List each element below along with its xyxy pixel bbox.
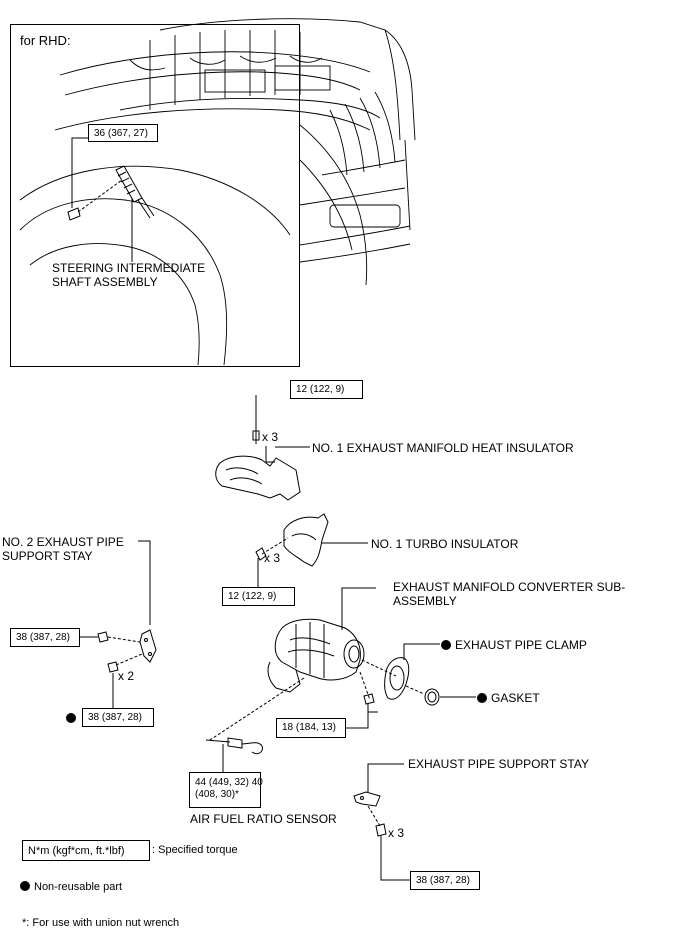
legend-unit-box: N*m (kgf*cm, ft.*lbf) [22, 840, 150, 861]
inset-title: for RHD: [20, 33, 71, 48]
inset-steering-shaft [67, 137, 155, 262]
rhd-inset-frame [10, 24, 300, 367]
legend-non-reusable: Non-reusable part [20, 880, 122, 894]
label-heat-insulator: NO. 1 EXHAUST MANIFOLD HEAT INSULATOR [312, 441, 574, 455]
torque-box-support-stay: 38 (387, 28) [410, 871, 480, 890]
support-stay-drawing [353, 763, 410, 881]
torque-box-af-sensor: 44 (449, 32) 40 (408, 30)* [189, 772, 263, 808]
pipe-clamp-drawing [384, 643, 476, 706]
torque-box-converter-nut: 18 (184, 13) [276, 718, 346, 738]
legend-non-reusable-text: Non-reusable part [34, 881, 123, 893]
label-gasket: GASKET [477, 691, 540, 705]
label-no2-stay-line1: NO. 2 EXHAUST PIPE [2, 535, 124, 549]
torque-box-heat-insulator: 12 (122, 9) [290, 380, 363, 399]
af-sensor-torque-line1: 44 (449, 32) 40 [195, 777, 263, 788]
qty-turbo-insulator: x 3 [264, 551, 281, 565]
no2-support-stay-drawing [80, 540, 157, 710]
torque-box-no2-stay-bolt: 38 (387, 28) [10, 628, 80, 647]
label-turbo-insulator: NO. 1 TURBO INSULATOR [371, 537, 519, 551]
non-reusable-marker-icon [66, 713, 76, 723]
turbo-insulator-drawing [255, 513, 368, 587]
vehicle-front-illustration [19, 18, 416, 366]
label-steering-shaft-line1: STEERING INTERMEDIATE [52, 261, 206, 275]
qty-no2-stay-nut: x 2 [118, 669, 135, 683]
legend-footnote: *: For use with union nut wrench [22, 917, 180, 929]
af-sensor-drawing [205, 737, 263, 772]
label-converter-line1: EXHAUST MANIFOLD CONVERTER SUB- [393, 580, 626, 594]
torque-box-turbo-insulator: 12 (122, 9) [222, 587, 295, 606]
non-reusable-marker-icon [441, 640, 451, 650]
non-reusable-marker-icon [477, 693, 487, 703]
torque-box-no2-stay-nut: 38 (387, 28) [82, 708, 154, 727]
converter-nut-drawing [346, 693, 378, 729]
label-steering-shaft-line2: SHAFT ASSEMBLY [52, 275, 158, 289]
label-af-sensor: AIR FUEL RATIO SENSOR [190, 812, 337, 826]
pipe-clamp-text: EXHAUST PIPE CLAMP [455, 638, 587, 652]
heat-insulator-drawing [215, 395, 310, 501]
label-pipe-clamp: EXHAUST PIPE CLAMP [441, 638, 587, 652]
label-support-stay: EXHAUST PIPE SUPPORT STAY [408, 757, 589, 771]
legend-unit-text: : Specified torque [152, 844, 238, 856]
non-reusable-marker-icon [20, 881, 30, 891]
af-sensor-torque-line2: (408, 30)* [195, 789, 239, 800]
torque-box-steering-shaft: 36 (367, 27) [88, 124, 158, 142]
qty-heat-insulator: x 3 [262, 430, 279, 444]
label-no2-stay-line2: SUPPORT STAY [2, 549, 93, 563]
gasket-text: GASKET [491, 691, 540, 705]
label-converter-line2: ASSEMBLY [393, 594, 457, 608]
qty-support-stay: x 3 [388, 826, 405, 840]
